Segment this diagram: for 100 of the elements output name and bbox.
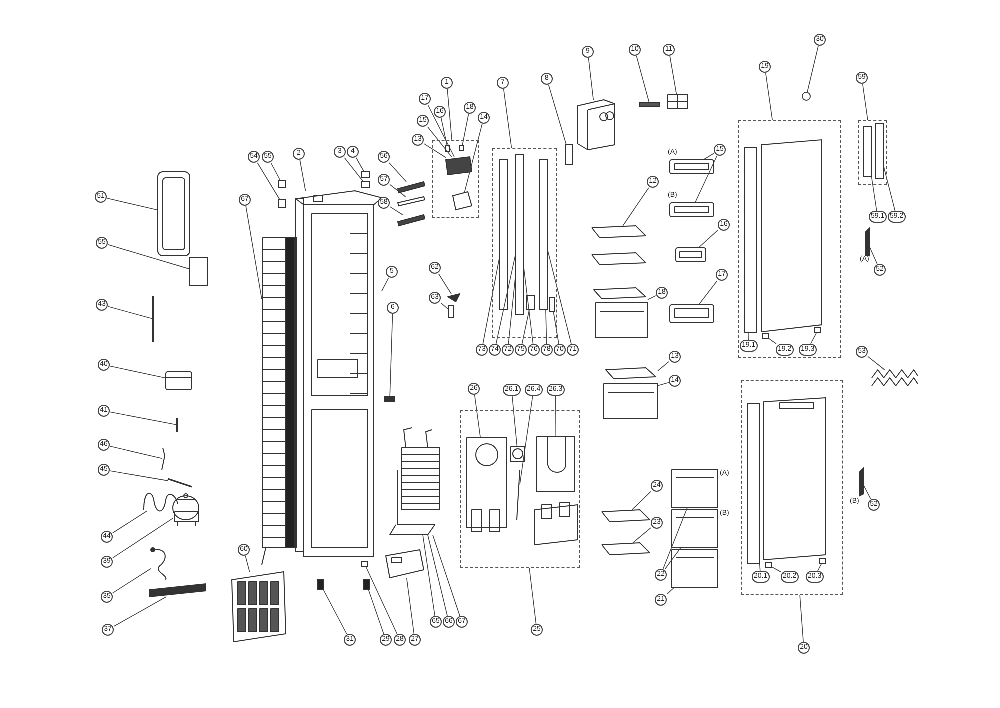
drain-tray-drawing — [386, 550, 424, 578]
leader-line — [658, 362, 670, 372]
leader-line — [110, 366, 166, 379]
door-bin-drawing — [670, 160, 714, 174]
drawer-drawing — [672, 470, 718, 508]
dashed-group-frame — [432, 140, 479, 218]
dashed-group-frame — [741, 380, 843, 595]
pipe-drawing — [144, 492, 178, 512]
strip-drawing — [640, 102, 660, 108]
drawer-drawing — [672, 550, 718, 588]
leader-line — [555, 396, 557, 438]
leader-line — [632, 528, 652, 544]
leader-line — [108, 306, 154, 320]
door-bin-drawing — [670, 202, 714, 218]
hinge-drawing — [362, 172, 370, 178]
ring-part — [802, 92, 811, 101]
leader-line — [432, 534, 460, 616]
container-drawing — [166, 372, 192, 390]
leader-line — [748, 332, 750, 340]
fan-drawing — [510, 446, 526, 462]
leader-line — [389, 162, 407, 182]
cable-drawing — [150, 548, 167, 580]
leader-line — [884, 166, 896, 212]
handle-strip-drawing — [876, 124, 884, 180]
dashed-group-frame — [858, 120, 887, 185]
sensor-drawing — [460, 146, 464, 152]
leader-line — [868, 356, 886, 370]
hinge-drawing — [278, 200, 286, 208]
leader-line — [862, 84, 868, 120]
leader-line — [447, 88, 452, 140]
leader-line — [648, 296, 656, 300]
panel-drawing — [516, 154, 524, 316]
leader-line — [670, 56, 678, 96]
leader-line — [636, 56, 650, 104]
dashed-group-frame — [738, 120, 841, 358]
leader-line — [482, 256, 500, 344]
evaporator-drawing — [390, 428, 440, 536]
leader-line — [422, 534, 436, 616]
leader-line — [658, 382, 670, 386]
leader-line — [698, 280, 718, 306]
fan-cover-drawing — [466, 438, 508, 532]
shelf-drawing — [592, 226, 646, 238]
leader-line — [503, 88, 512, 148]
leader-line — [270, 162, 282, 182]
door-bin-drawing — [670, 304, 714, 324]
glass-cover-drawing — [602, 542, 650, 556]
leader-line — [464, 124, 483, 192]
sensor-drawing — [446, 146, 450, 152]
vent-grille-drawing — [232, 572, 286, 642]
leader-line — [257, 162, 280, 200]
drawer-drawing — [672, 510, 718, 548]
clip-drawing — [362, 562, 368, 568]
tray-drawing — [668, 94, 688, 110]
gasket-drawing — [158, 172, 190, 256]
door-bin-drawing — [676, 248, 706, 262]
handle-drawing — [860, 466, 864, 497]
leader-line — [698, 230, 718, 248]
leader-line — [462, 114, 470, 146]
bracket-drawing — [550, 298, 556, 312]
leader-line — [759, 564, 761, 572]
leader-line — [406, 578, 415, 634]
leader-line — [864, 485, 872, 500]
handle-drawing — [397, 196, 426, 207]
condenser-drawing — [262, 238, 298, 566]
leader-line — [427, 126, 452, 158]
leader-line — [553, 312, 560, 344]
leader-line — [112, 510, 148, 534]
leader-line — [106, 198, 158, 211]
leader-line — [520, 396, 534, 486]
leader-line — [474, 394, 482, 438]
wire-drawing — [168, 478, 192, 488]
clip-drawing — [162, 448, 166, 470]
control-board-drawing — [445, 156, 473, 176]
leader-line — [800, 594, 804, 642]
handle-strip-drawing — [864, 126, 872, 178]
door-panel-drawing — [762, 139, 822, 333]
leader-line — [390, 314, 394, 398]
leader-line — [496, 253, 516, 344]
handle-drawing — [397, 181, 426, 194]
hinge-drawing — [278, 180, 286, 188]
handle-drawing — [397, 214, 426, 227]
cover-plate — [566, 144, 574, 166]
leader-line — [440, 118, 448, 146]
leader-line — [772, 566, 782, 573]
leader-line — [323, 590, 348, 634]
leader-line — [112, 568, 152, 594]
leader-line — [428, 104, 455, 158]
leader-line — [810, 332, 818, 344]
bracket-drawing — [384, 396, 396, 402]
leader-line — [694, 156, 718, 204]
leader-line — [110, 412, 178, 426]
leader-line — [344, 158, 364, 182]
leader-line — [665, 548, 682, 570]
leader-line — [366, 566, 398, 634]
leader-line — [546, 310, 548, 344]
label-plate — [190, 258, 208, 286]
dashed-group-frame — [492, 148, 557, 338]
leader-line — [368, 590, 384, 634]
leader-line — [548, 84, 567, 146]
leader-line — [512, 396, 518, 448]
